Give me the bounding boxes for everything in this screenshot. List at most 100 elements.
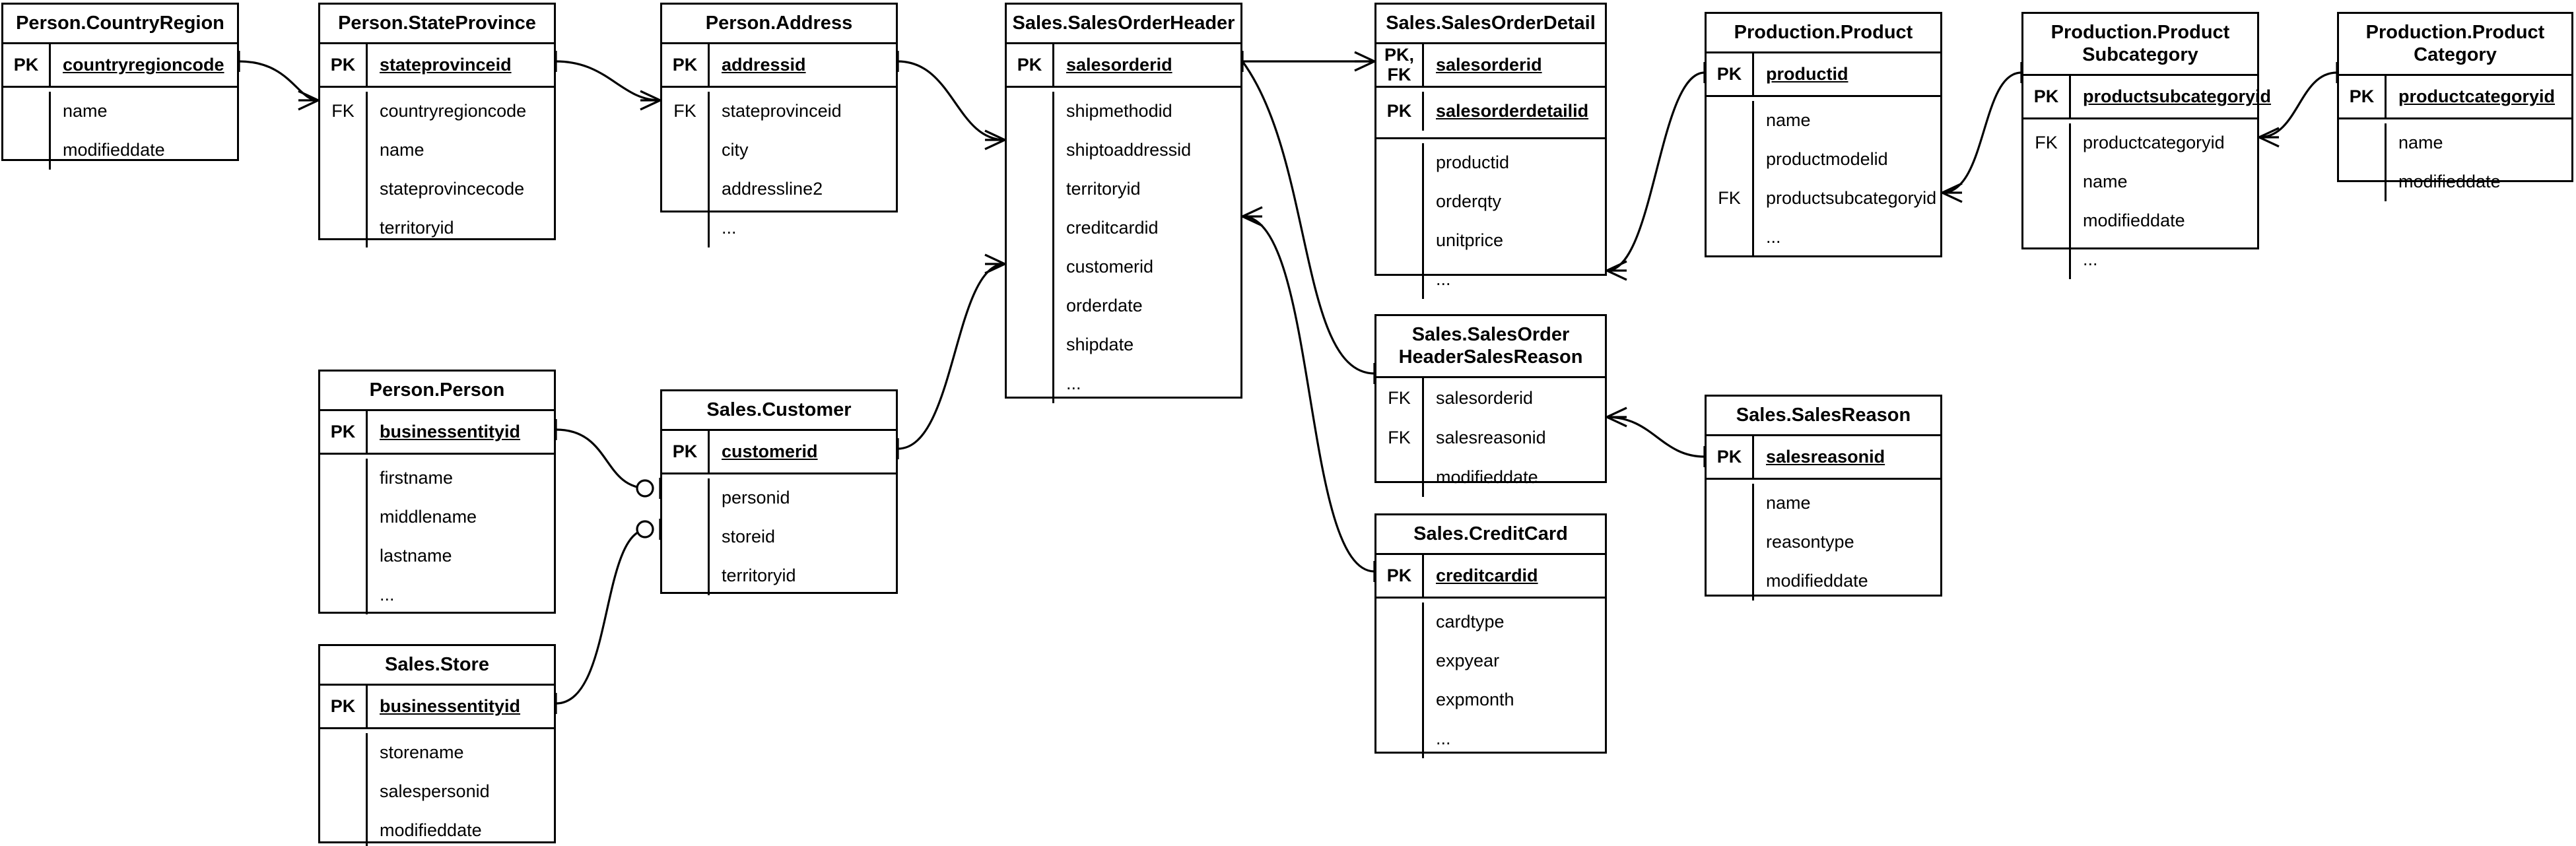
attribute-row[interactable]: orderqty bbox=[1376, 182, 1605, 222]
attribute-row[interactable]: shipdate bbox=[1007, 325, 1240, 365]
attribute-row[interactable]: productmodelid bbox=[1707, 140, 1940, 179]
attribute-row[interactable]: name bbox=[2339, 123, 2571, 163]
key-badge: PK bbox=[320, 686, 368, 728]
attribute-row[interactable]: firstname bbox=[320, 459, 554, 498]
attribute-row[interactable]: reasontype bbox=[1707, 523, 1940, 562]
attribute-name: name bbox=[380, 140, 424, 160]
key-badge bbox=[1707, 218, 1754, 257]
attribute-row[interactable]: modifieddate bbox=[2339, 162, 2571, 202]
attribute-row[interactable]: storeid bbox=[662, 517, 896, 557]
attribute-row[interactable]: customerid bbox=[1007, 247, 1240, 287]
attribute-name: customerid bbox=[1066, 257, 1154, 277]
attribute-name: name bbox=[63, 101, 108, 121]
attribute-name: middlename bbox=[380, 507, 477, 527]
attribute-row[interactable]: shipmethodid bbox=[1007, 92, 1240, 131]
attribute-name: stateprovinceid bbox=[722, 101, 842, 121]
attribute-row[interactable]: stateprovincecode bbox=[320, 170, 554, 209]
attribute-row[interactable]: ... bbox=[1707, 218, 1940, 257]
attribute-row[interactable]: expmonth bbox=[1376, 680, 1605, 720]
attribute-row[interactable]: name bbox=[320, 131, 554, 170]
connector-countryregion-stateprovince bbox=[238, 60, 319, 102]
attribute-row[interactable]: shiptoaddressid bbox=[1007, 131, 1240, 170]
attribute-row[interactable]: name bbox=[1707, 484, 1940, 523]
attribute-row[interactable]: modifieddate bbox=[1376, 457, 1605, 498]
attribute-row[interactable]: lastname bbox=[320, 537, 554, 576]
attribute-row[interactable]: addressline2 bbox=[662, 170, 896, 209]
entity-title: Production.Product Category bbox=[2339, 14, 2571, 77]
attribute-row[interactable]: territoryid bbox=[1007, 170, 1240, 209]
attribute-row[interactable]: expyear bbox=[1376, 641, 1605, 681]
attribute-row[interactable]: orderdate bbox=[1007, 286, 1240, 326]
crowsfoot-stateprovince bbox=[298, 90, 319, 111]
attribute-name: stateprovincecode bbox=[380, 179, 525, 199]
attribute-row[interactable]: modifieddate bbox=[320, 811, 554, 846]
attribute-row[interactable]: unitprice bbox=[1376, 221, 1605, 261]
attribute-row[interactable]: middlename bbox=[320, 498, 554, 537]
attribute-row[interactable]: name bbox=[1707, 101, 1940, 141]
attribute-row[interactable]: ... bbox=[1376, 260, 1605, 300]
key-badge bbox=[662, 131, 710, 170]
crowsfoot-salesreasonlink bbox=[1606, 407, 1627, 428]
attribute-row[interactable]: ... bbox=[320, 575, 554, 615]
attribute-name: name bbox=[2083, 172, 2128, 192]
attribute-row[interactable]: modifieddate bbox=[2023, 201, 2257, 241]
attribute-row[interactable]: creditcardid bbox=[1007, 209, 1240, 248]
attribute-row[interactable]: ... bbox=[1376, 719, 1605, 759]
attribute-row[interactable]: ... bbox=[2023, 240, 2257, 280]
attribute-row[interactable]: territoryid bbox=[662, 556, 896, 596]
attribute-row[interactable]: ... bbox=[662, 209, 896, 248]
attribute-row[interactable]: territoryid bbox=[320, 209, 554, 248]
attribute-row[interactable]: personid bbox=[662, 478, 896, 518]
attribute-row[interactable]: modifieddate bbox=[3, 131, 237, 170]
attribute-row[interactable]: modifieddate bbox=[1707, 562, 1940, 601]
attribute-row[interactable]: name bbox=[2023, 162, 2257, 202]
attribute-row[interactable]: name bbox=[3, 92, 237, 131]
key-badge: PK bbox=[320, 411, 368, 453]
attribute-row[interactable]: storename bbox=[320, 733, 554, 773]
attribute-name: name bbox=[1766, 493, 1811, 513]
attribute-row[interactable]: ... bbox=[1007, 364, 1240, 404]
key-badge bbox=[1376, 719, 1424, 759]
attribute-row[interactable]: cardtype bbox=[1376, 602, 1605, 642]
attribute-row[interactable]: productid bbox=[1376, 143, 1605, 183]
attribute-row[interactable]: salespersonid bbox=[320, 772, 554, 812]
attribute-row[interactable]: city bbox=[662, 131, 896, 170]
key-badge bbox=[320, 772, 368, 812]
